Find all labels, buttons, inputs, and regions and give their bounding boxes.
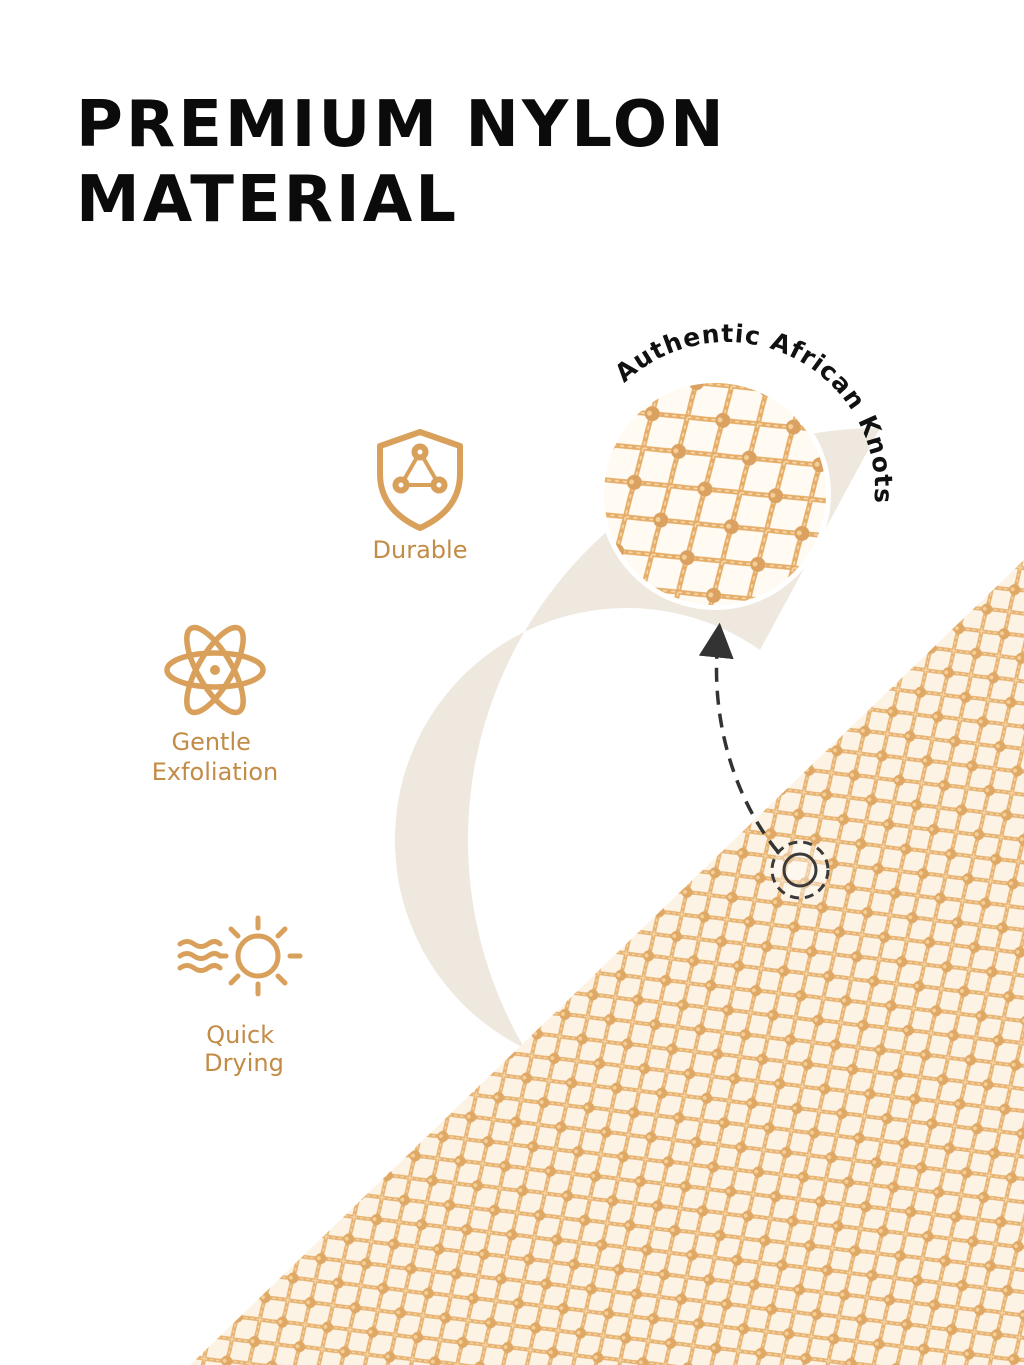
zoom-circle (599, 378, 831, 610)
shield-icon (377, 429, 463, 531)
atom-icon (164, 624, 266, 716)
feature-label-durable: Durable (373, 536, 468, 564)
feature-label-quick-drying: Quick Drying (204, 1021, 284, 1077)
feature-gentle-exfoliation: Gentle Exfoliation (101, 586, 329, 814)
title-line-1: PREMIUM NYLON (76, 88, 727, 162)
page-title: PREMIUM NYLON MATERIAL (76, 88, 727, 238)
feature-label-gentle-exfoliation: Gentle Exfoliation (152, 728, 279, 786)
target-icon (770, 840, 830, 900)
feature-quick-drying: Quick Drying (134, 866, 362, 1094)
title-line-2: MATERIAL (76, 163, 460, 237)
feature-durable: Durable (306, 370, 534, 598)
sun-wind-icon (177, 915, 303, 997)
dashed-arrow (698, 622, 780, 854)
